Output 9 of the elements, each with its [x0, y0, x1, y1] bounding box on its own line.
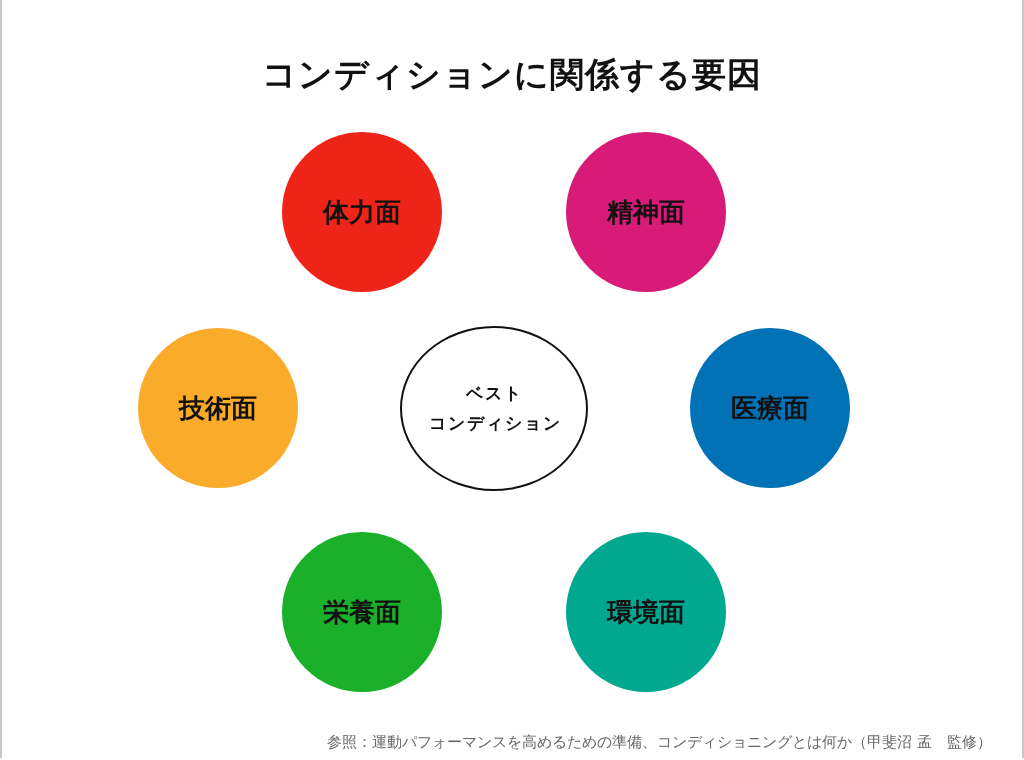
factor-label: 精神面	[607, 195, 685, 229]
factor-label: 環境面	[607, 595, 685, 629]
factor-label: 栄養面	[323, 595, 401, 629]
factor-label: 体力面	[323, 195, 401, 229]
factor-label: 技術面	[179, 391, 257, 425]
factor-label: 医療面	[731, 391, 809, 425]
diagram-title: コンディションに関係する要因	[262, 53, 762, 96]
center-label: ベストコンディション	[429, 382, 559, 435]
source-caption: 参照：運動パフォーマンスを高めるための準備、コンディショニングとは何か（甲斐沼 孟 監修）	[327, 733, 992, 752]
